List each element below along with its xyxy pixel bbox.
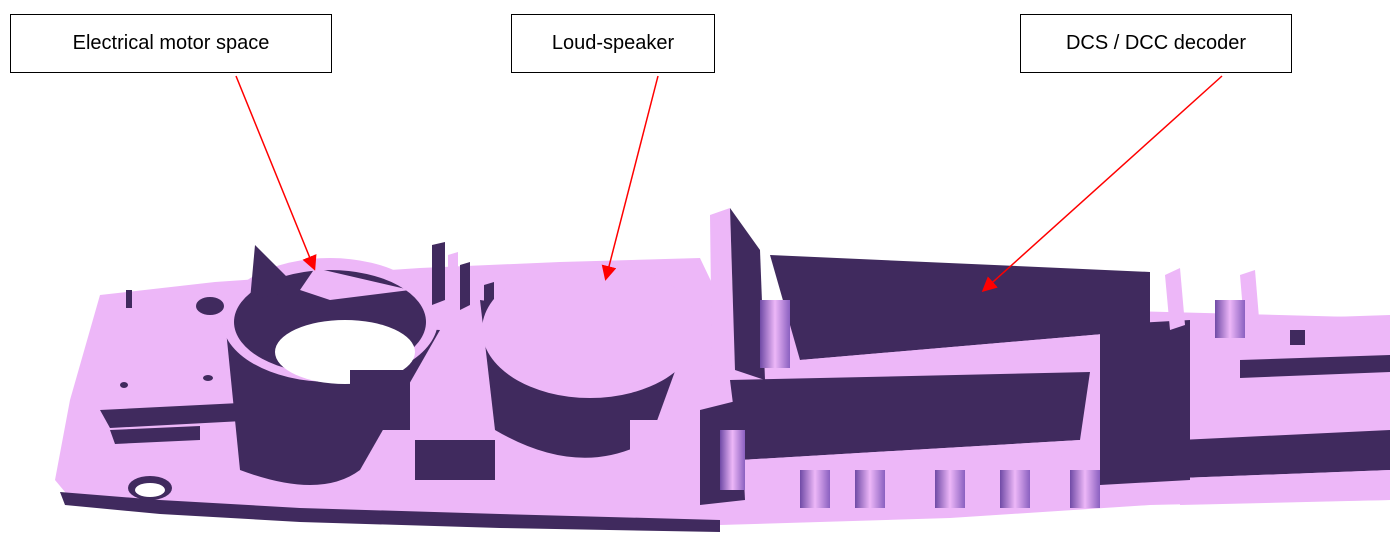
decoder-bay [700, 208, 1305, 508]
label-decoder: DCS / DCC decoder [1020, 14, 1292, 73]
arrow-speaker [601, 75, 659, 281]
motor-housing [222, 245, 440, 485]
arrow-decoder [981, 75, 1223, 293]
arrow-motor [235, 75, 317, 271]
callout-arrows [235, 75, 1223, 293]
speaker-housing [415, 262, 698, 480]
comb-fins [432, 242, 494, 318]
label-motor-space: Electrical motor space [10, 14, 332, 73]
label-loud-speaker: Loud-speaker [511, 14, 715, 73]
